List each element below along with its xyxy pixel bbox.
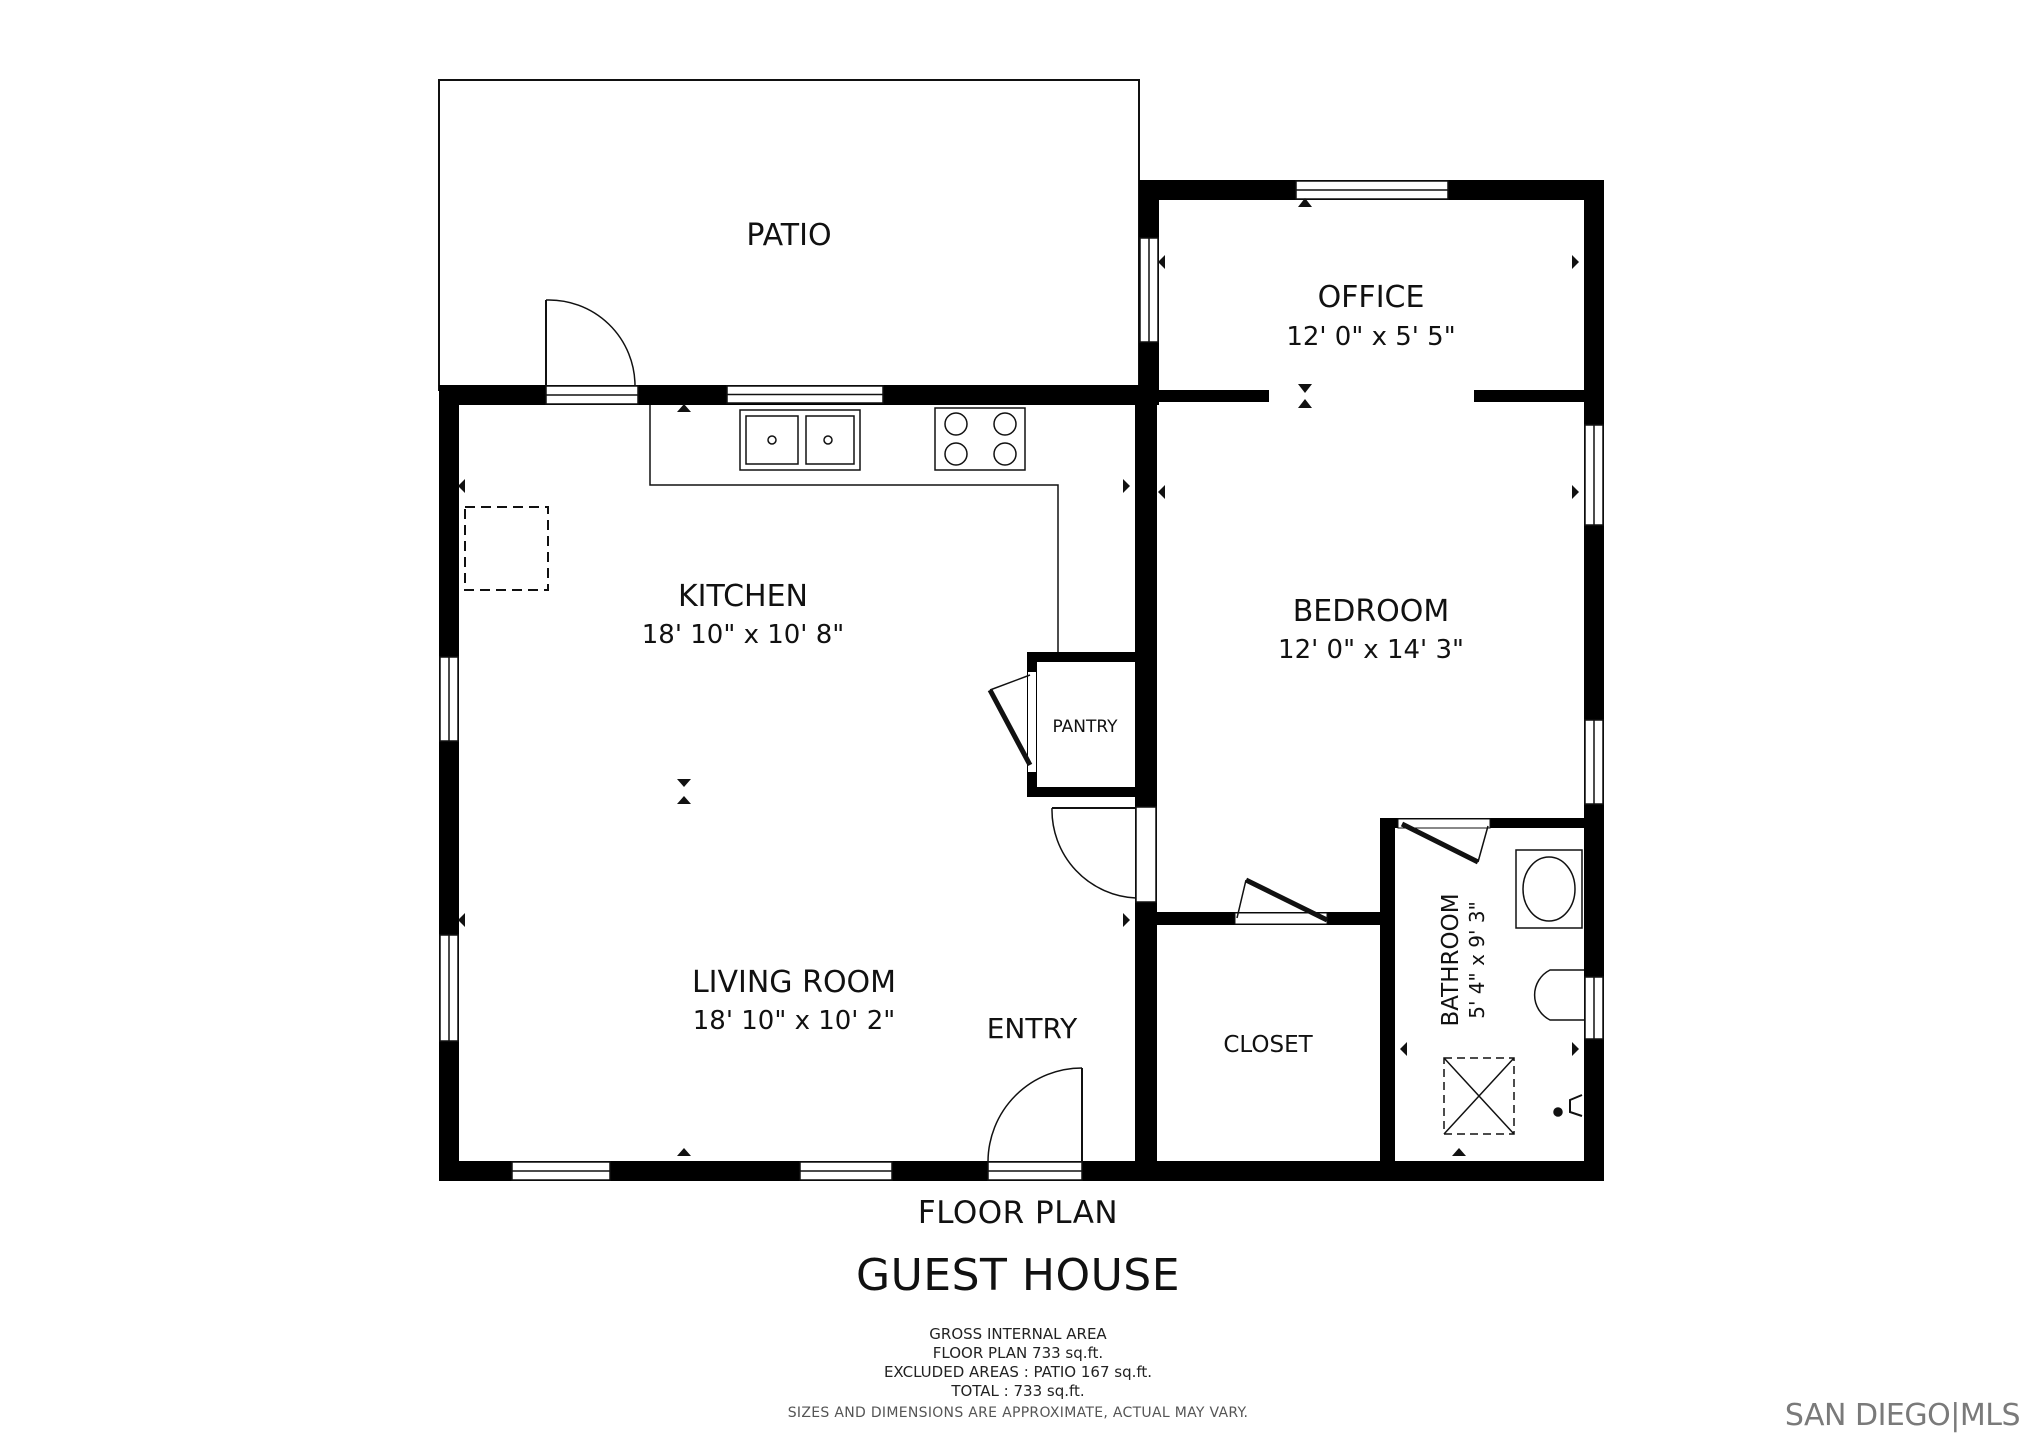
area-heading: GROSS INTERNAL AREA xyxy=(929,1325,1107,1343)
brand-logo: SAN DIEGO|MLS xyxy=(1784,1398,2021,1433)
office-dimensions: 12' 0" x 5' 5" xyxy=(1286,322,1455,352)
doors xyxy=(545,299,1491,1181)
closet-label: CLOSET xyxy=(1223,1032,1313,1058)
bathroom-dimensions: 5' 4" x 9' 3" xyxy=(1465,901,1489,1019)
attic-hatch xyxy=(464,506,549,591)
sink xyxy=(739,409,861,471)
bathroom-label: BATHROOM xyxy=(1438,893,1464,1026)
toilet xyxy=(1533,969,1584,1021)
patio-label: PATIO xyxy=(746,218,831,253)
kitchen-dimensions: 18' 10" x 10' 8" xyxy=(642,620,844,650)
kitchen-label: KITCHEN xyxy=(678,579,808,614)
guest-house-title: GUEST HOUSE xyxy=(855,1250,1181,1301)
office-label: OFFICE xyxy=(1318,280,1425,315)
living-room-dimensions: 18' 10" x 10' 2" xyxy=(693,1006,895,1036)
area-floor-plan: FLOOR PLAN 733 sq.ft. xyxy=(932,1344,1104,1362)
entry-label: ENTRY xyxy=(987,1012,1078,1045)
floor-plan-caption: FLOOR PLAN xyxy=(917,1195,1119,1231)
tub xyxy=(1515,849,1583,929)
area-excluded: EXCLUDED AREAS : PATIO 167 sq.ft. xyxy=(883,1363,1153,1381)
markers xyxy=(458,198,1579,1156)
bedroom-dimensions: 12' 0" x 14' 3" xyxy=(1278,635,1464,665)
kitchen-counter xyxy=(649,405,1059,652)
stove xyxy=(934,407,1026,471)
area-total: TOTAL : 733 sq.ft. xyxy=(951,1382,1085,1400)
bathroom-fixtures xyxy=(1443,849,1584,1135)
area-disclaimer: SIZES AND DIMENSIONS ARE APPROXIMATE, AC… xyxy=(787,1405,1249,1421)
bedroom-label: BEDROOM xyxy=(1293,594,1450,629)
pantry-label: PANTRY xyxy=(1052,717,1118,737)
windows xyxy=(439,180,1604,1181)
living-room-label: LIVING ROOM xyxy=(692,965,896,1000)
